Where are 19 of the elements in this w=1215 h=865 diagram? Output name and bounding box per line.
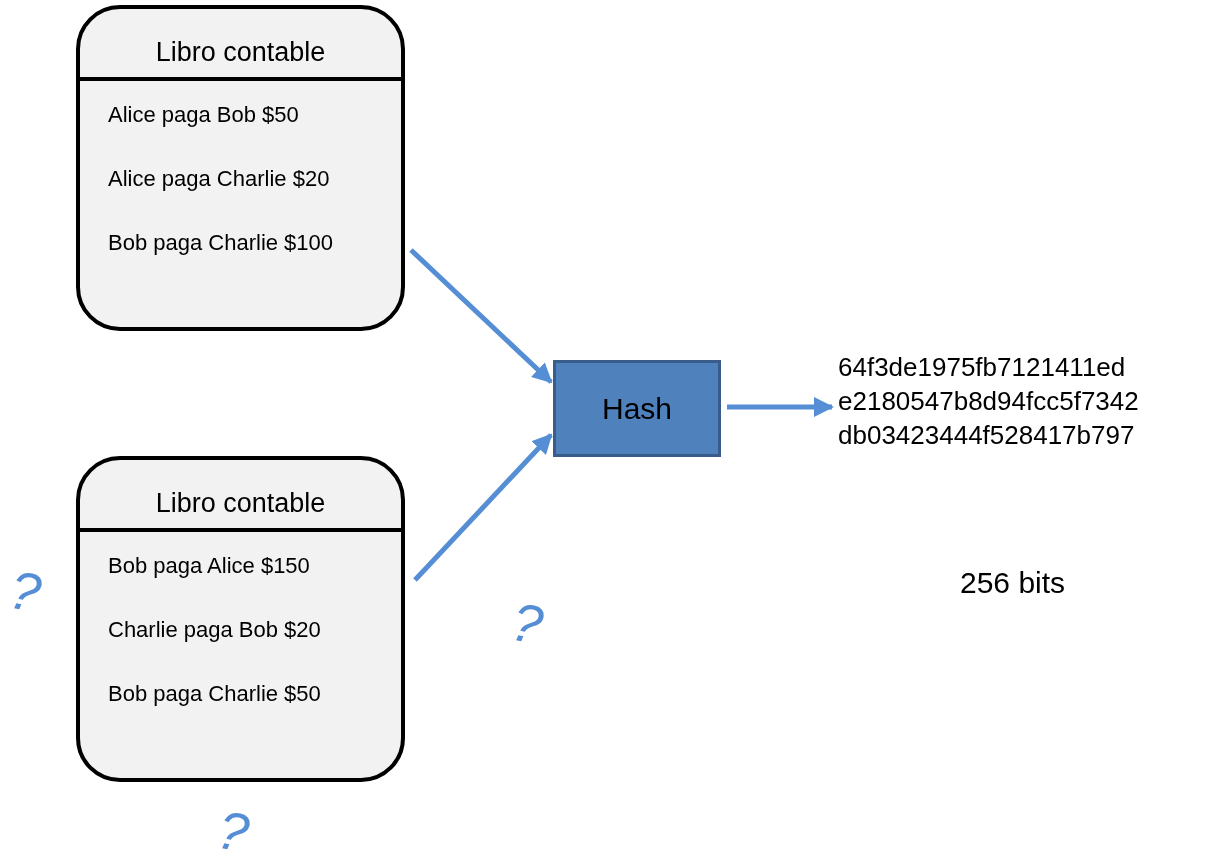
arrow bbox=[409, 248, 553, 384]
hash-box: Hash bbox=[553, 360, 721, 457]
bit-length-label: 256 bits bbox=[960, 566, 1066, 600]
transaction-text: Charlie paga Bob $20 bbox=[108, 617, 321, 643]
question-mark: ? bbox=[505, 589, 549, 657]
ledger-card bbox=[76, 5, 405, 331]
transaction-text: Bob paga Charlie $50 bbox=[108, 681, 321, 707]
question-mark: ? bbox=[211, 797, 255, 865]
arrow bbox=[727, 397, 834, 417]
ledger-title: Libro contable bbox=[154, 37, 327, 67]
transaction-text: Alice paga Charlie $20 bbox=[108, 166, 330, 192]
ledger-card bbox=[76, 456, 405, 782]
transaction-text: Bob paga Alice $150 bbox=[108, 553, 310, 579]
transaction-text: Bob paga Charlie $100 bbox=[108, 230, 334, 256]
transaction-text: Alice paga Bob $50 bbox=[108, 102, 299, 128]
arrow bbox=[413, 433, 553, 582]
question-mark: ? bbox=[3, 557, 47, 625]
hash-value: 64f3de1975fb7121411ed e2180547b8d94fcc5f7342 db03423444f528417b797 bbox=[838, 351, 1140, 452]
ledger-title: Libro contable bbox=[154, 488, 327, 518]
